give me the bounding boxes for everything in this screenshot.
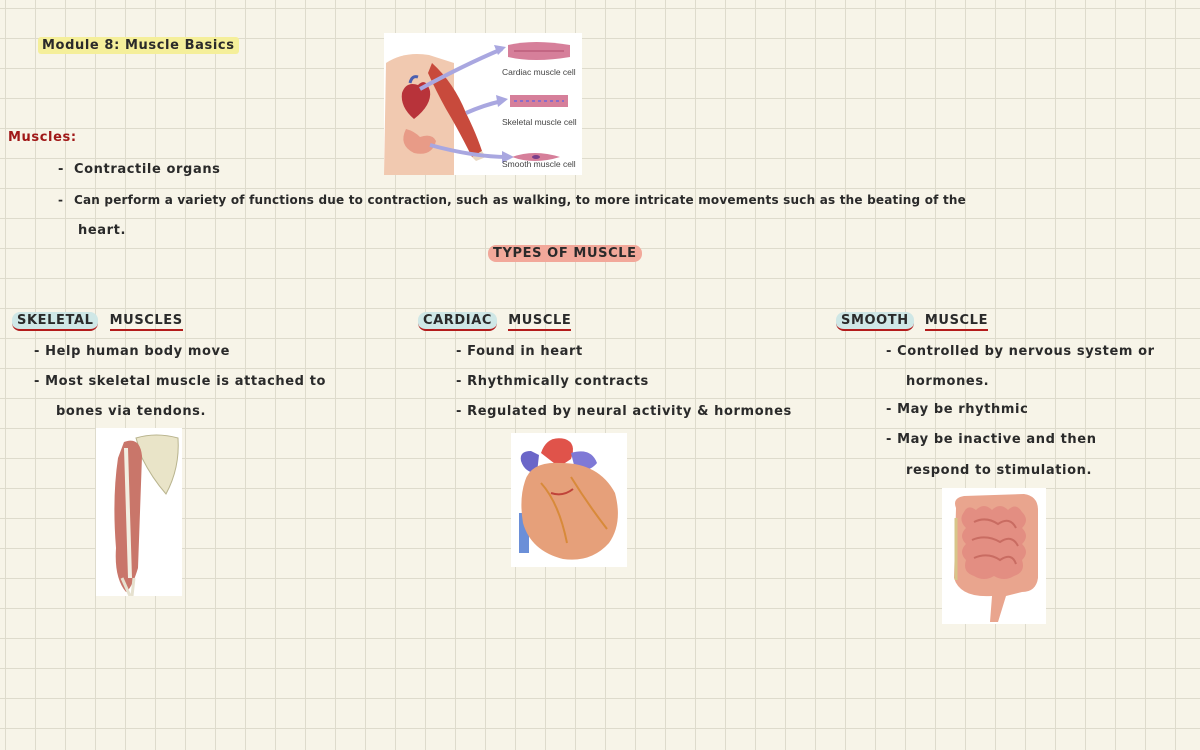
- arrow-cardiac: [419, 47, 503, 91]
- heart-small-shape: [401, 82, 431, 119]
- arm-muscle-shape: [428, 63, 482, 157]
- intro-bullet-1: -Contractile organs: [58, 162, 221, 177]
- skeletal-heading-muscles: MUSCLES: [109, 313, 183, 331]
- heart-svg: [519, 438, 618, 560]
- intro-bullet-2-continuation: heart.: [78, 223, 127, 238]
- arrow-skeletal: [465, 99, 503, 115]
- cardiac-heading-word: CARDIAC: [418, 312, 498, 331]
- smooth-line-4: - May be inactive and then: [886, 432, 1097, 447]
- skeletal-cell-label: Skeletal muscle cell: [502, 117, 577, 127]
- cardiac-heading: CARDIAC MUSCLE: [418, 312, 572, 331]
- arrowhead-cardiac: [494, 45, 506, 55]
- intestine-folds-shape: [971, 518, 1019, 565]
- vein-shape: [520, 451, 539, 473]
- arm-muscle-svg: [114, 434, 179, 597]
- smooth-cell-nucleus: [532, 155, 540, 159]
- smooth-heading: SMOOTH MUSCLE: [836, 312, 989, 331]
- arrow-smooth: [429, 143, 509, 159]
- heart-body-shape: [521, 462, 618, 560]
- intro-bullet-2: -Can perform a variety of functions due …: [58, 193, 966, 207]
- aorta-shape: [541, 438, 573, 467]
- page-title: Module 8: Muscle Basics: [38, 37, 239, 54]
- intro-bullet-1-text: Contractile organs: [74, 162, 221, 177]
- cardiac-heading-muscle: MUSCLE: [508, 313, 572, 331]
- smooth-heading-word: SMOOTH: [836, 312, 914, 331]
- shoulder-blade-shape: [135, 434, 179, 495]
- smooth-line-2: hormones.: [906, 374, 990, 389]
- skeletal-line-3: bones via tendons.: [56, 404, 207, 419]
- coronary-vessels-shape: [540, 476, 608, 544]
- skeletal-heading-word: SKELETAL: [12, 312, 99, 331]
- cardiac-line-3: - Regulated by neural activity & hormone…: [456, 404, 792, 419]
- arrowhead-smooth: [502, 151, 514, 163]
- small-intestine-shape: [961, 506, 1026, 579]
- types-heading: TYPES OF MUSCLE: [488, 245, 642, 262]
- skeletal-line-1: - Help human body move: [34, 344, 231, 359]
- heart-vessel-shape: [408, 75, 419, 84]
- cardiac-line-2: - Rhythmically contracts: [456, 374, 649, 389]
- skeletal-line-2: - Most skeletal muscle is attached to: [34, 374, 327, 389]
- stomach-shape: [403, 129, 436, 154]
- muscle-cell-diagram-svg: [384, 42, 570, 175]
- cardiac-line-1: - Found in heart: [456, 344, 583, 359]
- lower-tendon-shape: [120, 577, 136, 597]
- intestine-svg: [954, 494, 1038, 622]
- arrowhead-skeletal: [496, 95, 508, 107]
- muscles-heading: Muscles:: [8, 130, 77, 145]
- muscle-cell-diagram: Cardiac muscle cell Skeletal muscle cell…: [384, 33, 582, 175]
- intestine-image: [942, 488, 1046, 624]
- smooth-heading-muscle: MUSCLE: [924, 313, 989, 331]
- smooth-line-3: - May be rhythmic: [886, 402, 1029, 417]
- smooth-cell-label: Smooth muscle cell: [502, 159, 576, 169]
- intro-bullet-2-text: Can perform a variety of functions due t…: [74, 193, 966, 207]
- skeletal-heading: SKELETAL MUSCLES: [12, 312, 183, 331]
- arm-muscle-image: [96, 428, 182, 597]
- heart-image: [511, 433, 627, 567]
- smooth-line-5: respond to stimulation.: [906, 463, 1092, 478]
- coronary-artery-shape: [550, 488, 574, 496]
- cardiac-cell-label: Cardiac muscle cell: [502, 67, 576, 77]
- tendon-shape: [124, 447, 132, 579]
- smooth-line-1: - Controlled by nervous system or: [886, 344, 1155, 359]
